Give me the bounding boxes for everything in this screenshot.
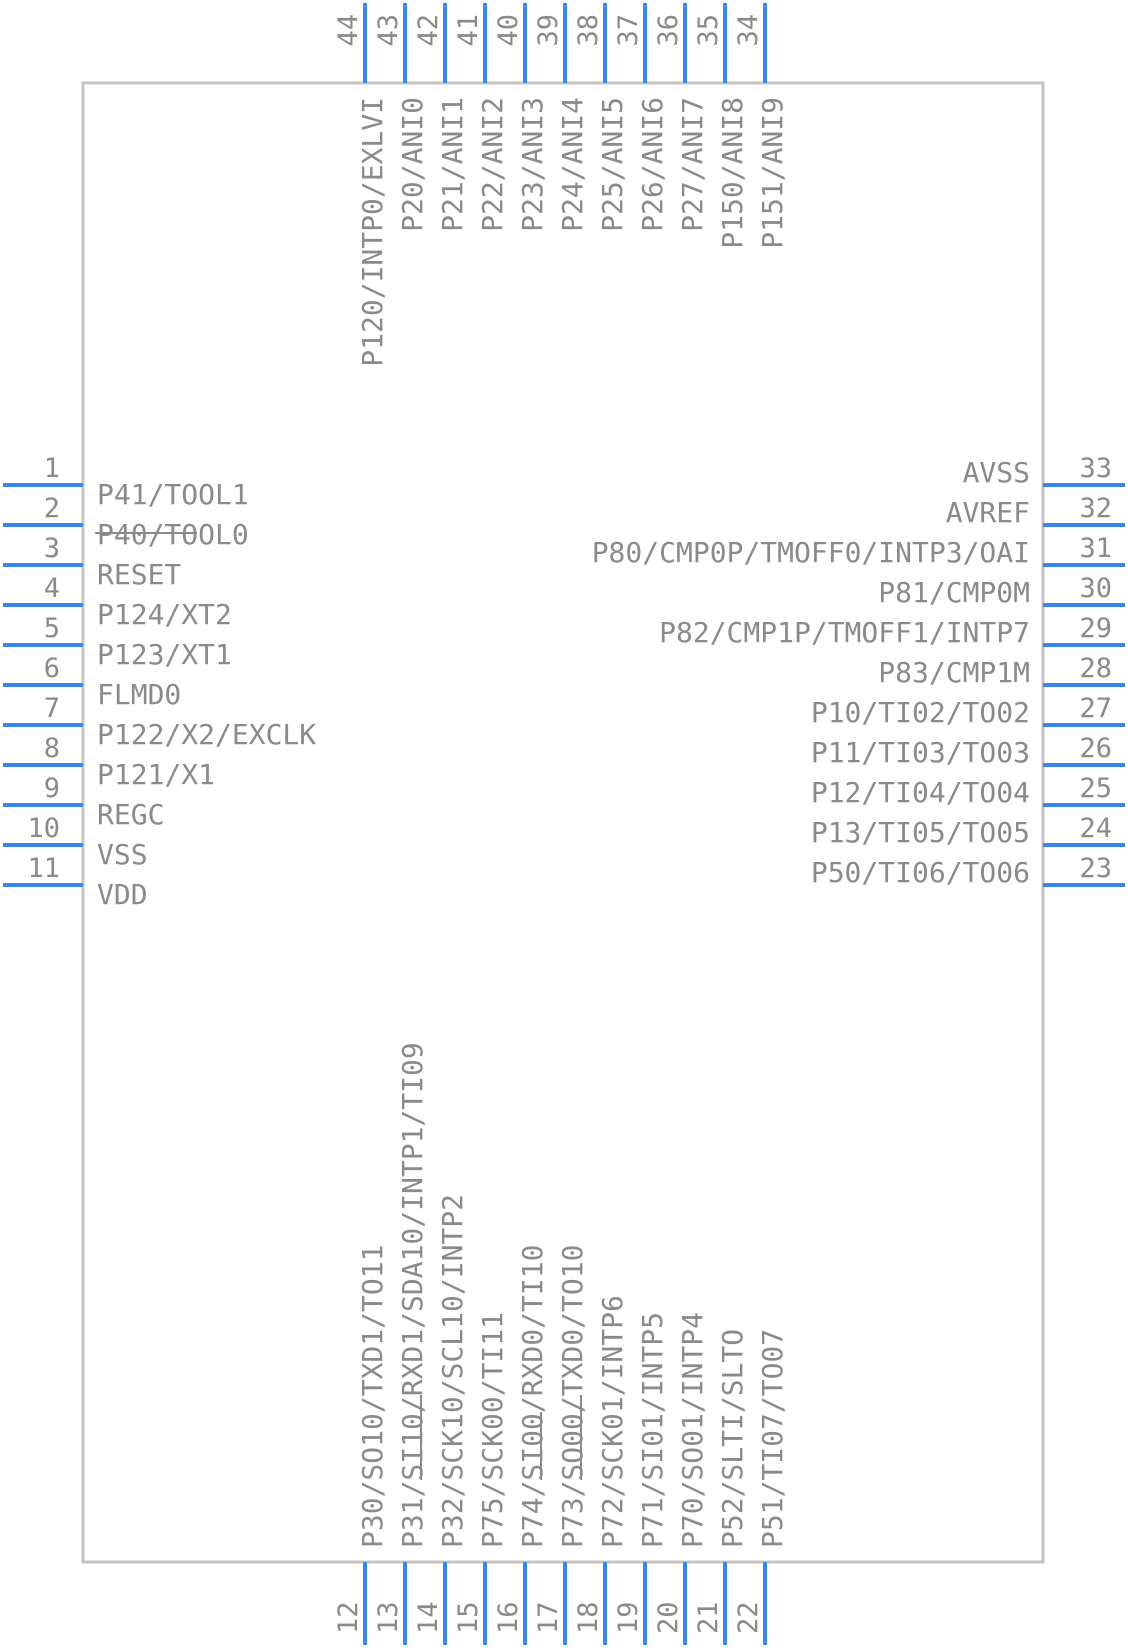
- pin-number: 44: [333, 14, 364, 47]
- pin-label: REGC: [97, 798, 164, 831]
- pin-number: 5: [44, 613, 60, 644]
- pin-label: P26/ANI6: [636, 97, 669, 232]
- pin-label: P50/TI06/TO06: [811, 856, 1030, 889]
- pin-label: P20/ANI0: [396, 97, 429, 232]
- pin-label: P74/SI00/RXD0/TI10: [516, 1245, 549, 1548]
- pin-label: AVREF: [946, 496, 1030, 529]
- pin-label: P11/TI03/TO03: [811, 736, 1030, 769]
- pin-label: P81/CMP0M: [878, 576, 1030, 609]
- pin-number: 32: [1079, 493, 1112, 524]
- pin-label: P72/SCK01/INTP6: [596, 1295, 629, 1548]
- pin-number: 1: [44, 453, 60, 484]
- pin-number: 40: [493, 14, 524, 47]
- pin-number: 34: [733, 14, 764, 47]
- pin-number: 6: [44, 653, 60, 684]
- pin-number: 15: [453, 1601, 484, 1634]
- pin-label: P52/SLTI/SLTO: [716, 1329, 749, 1548]
- pin-number: 30: [1079, 573, 1112, 604]
- overline-bars: [95, 532, 582, 1480]
- pin-label: P41/TOOL1: [97, 478, 249, 511]
- pin-label: P122/X2/EXCLK: [97, 718, 316, 751]
- pin-label: P10/TI02/TO02: [811, 696, 1030, 729]
- pin-label: P75/SCK00/TI11: [476, 1312, 509, 1548]
- pin-number: 18: [573, 1601, 604, 1634]
- pin-number: 23: [1079, 853, 1112, 884]
- pin-label: P121/X1: [97, 758, 215, 791]
- pin-number: 21: [693, 1601, 724, 1634]
- pin-number: 39: [533, 14, 564, 47]
- pin-number: 26: [1079, 733, 1112, 764]
- pin-label: P73/SO00/TXD0/TO10: [556, 1245, 589, 1548]
- pin-number: 4: [44, 573, 60, 604]
- pin-number: 14: [413, 1601, 444, 1634]
- pin-label: AVSS: [963, 456, 1030, 489]
- pin-number: 41: [453, 14, 484, 47]
- pin-number: 25: [1079, 773, 1112, 804]
- pin-label: P30/SO10/TXD1/TO11: [356, 1245, 389, 1548]
- pin-number: 8: [44, 733, 60, 764]
- right-pins: 33 AVSS 32 AVREF 31 P80/CMP0P/TMOFF0/INTP3/OA…: [592, 453, 1125, 889]
- pin-label: P71/SI01/INTP5: [636, 1312, 669, 1548]
- pin-number: 20: [653, 1601, 684, 1634]
- pin-number: 16: [493, 1601, 524, 1634]
- pin-number: 29: [1079, 613, 1112, 644]
- pin-number: 3: [44, 533, 60, 564]
- pin-number: 43: [373, 14, 404, 47]
- pin-number: 38: [573, 14, 604, 47]
- pin-label: P82/CMP1P/TMOFF1/INTP7: [659, 616, 1030, 649]
- pin-label: P31/SI10/RXD1/SDA10/INTP1/TI09: [396, 1042, 429, 1548]
- pin-number: 13: [373, 1601, 404, 1634]
- pin-number: 37: [613, 14, 644, 47]
- pin-label: P151/ANI9: [756, 97, 789, 249]
- pin-label: P21/ANI1: [436, 97, 469, 232]
- pin-number: 28: [1079, 653, 1112, 684]
- pin-label: P124/XT2: [97, 598, 232, 631]
- pin-number: 12: [333, 1601, 364, 1634]
- pin-number: 33: [1079, 453, 1112, 484]
- pin-label: VSS: [97, 838, 148, 871]
- pin-label: P27/ANI7: [676, 97, 709, 232]
- pin-number: 42: [413, 14, 444, 47]
- pin-label: P51/TI07/TO07: [756, 1329, 789, 1548]
- pin-number: 27: [1079, 693, 1112, 724]
- pin-label: P22/ANI2: [476, 97, 509, 232]
- pin-label: FLMD0: [97, 678, 181, 711]
- pin-number: 36: [653, 14, 684, 47]
- pin-number: 17: [533, 1601, 564, 1634]
- pin-label: P40/TOOL0: [97, 518, 249, 551]
- pin-label: P83/CMP1M: [878, 656, 1030, 689]
- pin-label: P13/TI05/TO05: [811, 816, 1030, 849]
- bottom-pins: 12 P30/SO10/TXD1/TO11 13 P31/SI10/RXD1/SDA1…: [333, 1042, 789, 1645]
- pin-number: 11: [27, 853, 60, 884]
- pin-label: P150/ANI8: [716, 97, 749, 249]
- pin-label: P123/XT1: [97, 638, 232, 671]
- pin-label: P24/ANI4: [556, 97, 589, 232]
- pin-label: P23/ANI3: [516, 97, 549, 232]
- pin-label: P12/TI04/TO04: [811, 776, 1030, 809]
- pin-number: 31: [1079, 533, 1112, 564]
- pin-label: P32/SCK10/SCL10/INTP2: [436, 1194, 469, 1548]
- pin-label: P25/ANI5: [596, 97, 629, 232]
- pin-number: 7: [44, 693, 60, 724]
- pin-number: 19: [613, 1601, 644, 1634]
- pin-number: 10: [27, 813, 60, 844]
- pin-label: RESET: [97, 558, 181, 591]
- pin-label: P120/INTP0/EXLVI: [356, 97, 389, 367]
- pin-label: P80/CMP0P/TMOFF0/INTP3/OAI: [592, 536, 1030, 569]
- pin-number: 2: [44, 493, 60, 524]
- pin-label: P70/SO01/INTP4: [676, 1312, 709, 1548]
- pin-number: 24: [1079, 813, 1112, 844]
- pin-label: VDD: [97, 878, 148, 911]
- pin-number: 22: [733, 1601, 764, 1634]
- pin-number: 9: [44, 773, 60, 804]
- pin-number: 35: [693, 14, 724, 47]
